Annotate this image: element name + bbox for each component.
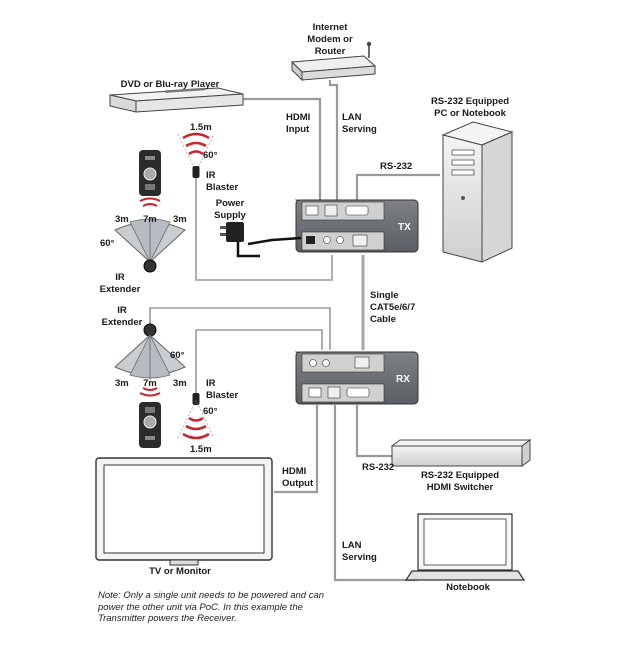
labels: Internet Modem or Router DVD or Blu-ray … — [100, 22, 510, 593]
rx-label: RX — [396, 374, 410, 385]
dvd-player — [109, 87, 244, 113]
hdmi-output-cable — [274, 405, 319, 494]
note-text: Note: Only a single unit needs to be pow… — [98, 590, 325, 624]
lan-top-label-2: Serving — [342, 124, 377, 135]
ir-extender-cable-bottom — [149, 307, 331, 350]
ir-blaster-bottom-label-2: Blaster — [206, 390, 239, 401]
angle-left-top: 60° — [100, 238, 115, 249]
ir-blaster-top — [177, 132, 215, 178]
hdmi-input-label-1: HDMI — [286, 112, 310, 123]
rx-unit — [294, 351, 420, 405]
switcher-label-1: RS-232 Equipped — [421, 470, 499, 481]
tx-unit — [294, 199, 420, 253]
lan-bottom-label-2: Serving — [342, 552, 377, 563]
power-supply-label-1: Power — [216, 198, 245, 209]
lan-bottom-label-1: LAN — [342, 540, 362, 551]
ir-extender-top-label-2: Extender — [100, 284, 141, 295]
ir-blaster-top-label-1: IR — [206, 170, 216, 181]
hdmi-output-label-1: HDMI — [282, 466, 306, 477]
remote-top — [139, 150, 161, 207]
tv-label: TV or Monitor — [149, 566, 211, 577]
router-label-2: Modem or — [307, 34, 353, 45]
tx-label: TX — [398, 222, 411, 233]
switcher-label-2: HDMI Switcher — [427, 482, 494, 493]
rs232-top-label: RS-232 — [380, 161, 412, 172]
ir-range-fan-bottom — [114, 334, 186, 380]
router-label-3: Router — [315, 46, 346, 57]
cable-label-1: Single — [370, 290, 399, 301]
rs232-cable-top — [355, 173, 440, 200]
hdmi-output-label-2: Output — [282, 478, 314, 489]
ir-blaster-top-label-2: Blaster — [206, 182, 239, 193]
range-top-mid: 7m — [143, 214, 157, 225]
lan-cable-top — [328, 80, 339, 200]
cable-label-3: Cable — [370, 314, 396, 325]
blaster-range-top: 1.5m — [190, 122, 212, 133]
lan-top-label-1: LAN — [342, 112, 362, 123]
hdmi-switcher — [390, 439, 532, 467]
tv-monitor — [95, 457, 273, 566]
ir-blaster-cable-top — [195, 178, 333, 281]
range-top-left: 3m — [115, 214, 129, 225]
power-supply — [220, 222, 302, 258]
dvd-label: DVD or Blu-ray Player — [121, 79, 220, 90]
router-label-1: Internet — [313, 22, 349, 33]
ir-extender-top-label-1: IR — [115, 272, 125, 283]
notebook-label: Notebook — [446, 582, 491, 593]
ir-blaster-bottom-label-1: IR — [206, 378, 216, 389]
cable-label-2: CAT5e/6/7 — [370, 302, 415, 313]
range-bottom-mid: 7m — [143, 378, 157, 389]
remote-bottom — [139, 387, 161, 448]
range-bottom-left: 3m — [115, 378, 129, 389]
angle-right-bottom: 60° — [170, 350, 185, 361]
router — [290, 41, 377, 82]
cables — [149, 80, 440, 582]
pc-label-2: PC or Notebook — [434, 108, 506, 119]
ir-blaster-cable-bottom — [195, 329, 323, 393]
angle-top: 60° — [203, 150, 218, 161]
blaster-range-bottom: 1.5m — [190, 444, 212, 455]
ir-range-fan-top — [114, 217, 186, 263]
ir-blaster-bottom — [177, 393, 215, 440]
lan-cable-bottom — [333, 405, 417, 582]
ir-extender-bottom-label-2: Extender — [102, 317, 143, 328]
ir-extender-bottom-label-1: IR — [117, 305, 127, 316]
rs232-cable-bottom — [355, 405, 392, 458]
power-supply-label-2: Supply — [214, 210, 246, 221]
pc-tower — [441, 121, 514, 263]
pc-label-1: RS-232 Equipped — [431, 96, 509, 107]
ir-extender-top — [143, 259, 157, 273]
hdmi-input-cable — [232, 97, 322, 200]
range-bottom-right: 3m — [173, 378, 187, 389]
hdmi-input-label-2: Input — [286, 124, 310, 135]
range-top-right: 3m — [173, 214, 187, 225]
angle-bottom: 60° — [203, 406, 218, 417]
notebook — [404, 513, 526, 581]
rs232-bottom-label: RS-232 — [362, 462, 394, 473]
